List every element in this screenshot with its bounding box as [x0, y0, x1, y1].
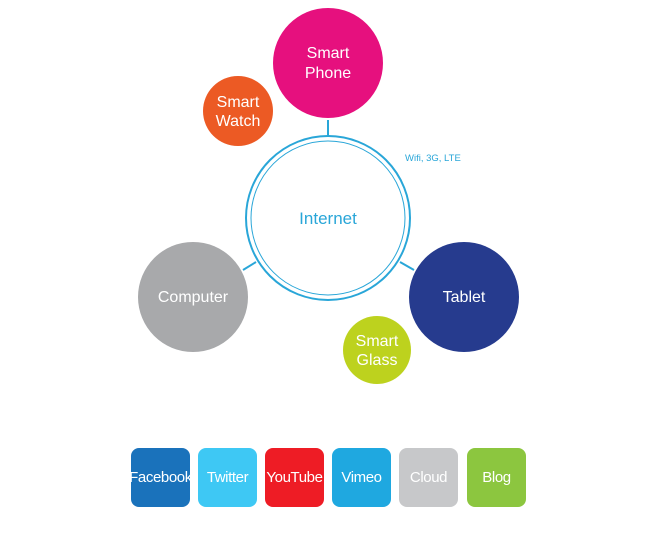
- connector-internet-tablet: [399, 261, 415, 271]
- connection-types-note: Wifi, 3G, LTE: [405, 153, 461, 164]
- vimeo-tile[interactable]: Vimeo: [332, 448, 391, 507]
- computer-node: Computer: [138, 242, 248, 352]
- internet-label: Internet: [299, 209, 357, 228]
- computer-label: Computer: [158, 289, 229, 306]
- smart-phone-label-line1: Smart: [307, 45, 350, 62]
- cloud-tile[interactable]: Cloud: [399, 448, 458, 507]
- smart-watch-node: Smart Watch: [203, 76, 273, 146]
- blog-tile[interactable]: Blog: [467, 448, 526, 507]
- smart-glass-label-line1: Smart: [356, 333, 399, 350]
- connector-internet-computer: [242, 261, 257, 271]
- smart-phone-label-line2: Phone: [305, 65, 351, 82]
- twitter-tile[interactable]: Twitter: [198, 448, 257, 507]
- internet-node: Internet: [245, 135, 411, 301]
- smart-phone-node: Smart Phone: [273, 8, 383, 118]
- youtube-tile[interactable]: YouTube: [265, 448, 324, 507]
- tablet-node: Tablet: [409, 242, 519, 352]
- smart-glass-label-line2: Glass: [357, 352, 398, 369]
- tablet-label: Tablet: [443, 289, 486, 306]
- service-tiles: Facebook Twitter YouTube Vimeo Cloud Blo…: [129, 448, 531, 508]
- facebook-tile[interactable]: Facebook: [129, 448, 192, 507]
- smart-glass-node: Smart Glass: [343, 316, 411, 384]
- smart-watch-label-line1: Smart: [217, 94, 260, 111]
- smart-watch-label-line2: Watch: [216, 113, 261, 130]
